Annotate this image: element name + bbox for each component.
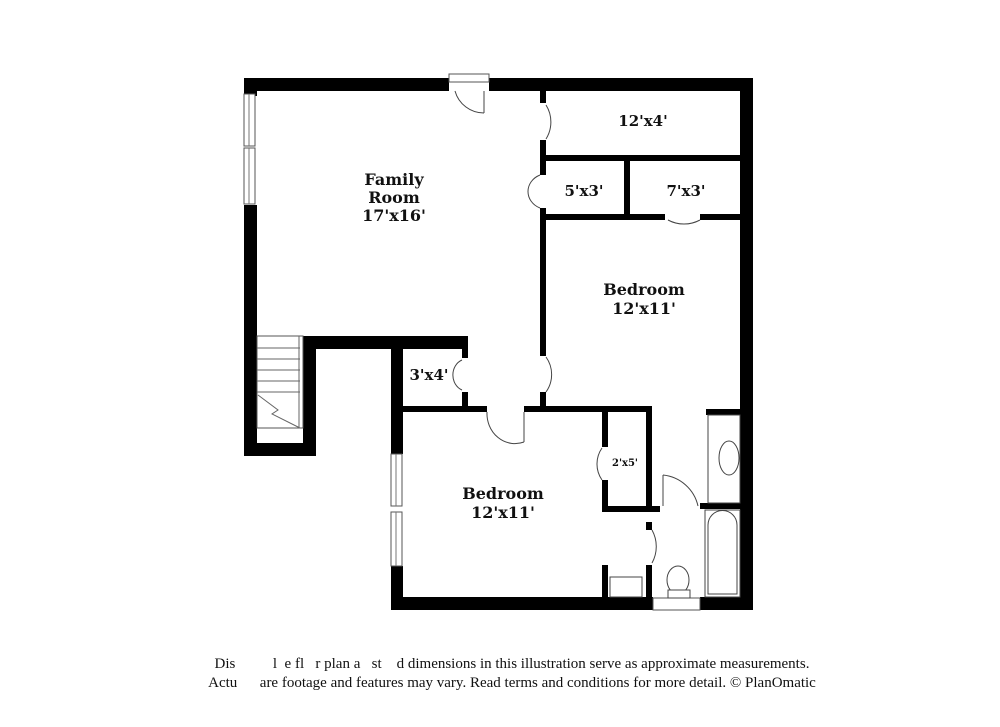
bedroom-2-dims: 12'x11' — [471, 503, 535, 522]
closet-3x4-dims: 3'x4' — [409, 366, 448, 384]
closet-7x3-dims: 7'x3' — [666, 182, 705, 200]
walls — [244, 78, 753, 610]
closet-5x3-dims: 5'x3' — [564, 182, 603, 200]
storage-12x4-dims: 12'x4' — [618, 112, 667, 130]
family-room-label: Family — [364, 170, 424, 189]
bath-fixtures — [609, 414, 741, 599]
disclaimer-line-1: Dis l e fl r plan a st d dimensions in t… — [214, 656, 810, 672]
bedroom-1-label: Bedroom — [603, 280, 685, 299]
family-room-dims: 17'x16' — [362, 206, 426, 225]
closet-2x5-dims: 2'x5' — [612, 458, 638, 469]
windows — [243, 73, 701, 611]
stairs — [256, 335, 304, 429]
doors — [452, 90, 701, 564]
bedroom-1-dims: 12'x11' — [612, 299, 676, 318]
bedroom-2-label: Bedroom — [462, 484, 544, 503]
disclaimer-line-2: Actu are footage and features may vary. … — [208, 675, 816, 691]
room-labels: Family Room 17'x16' 12'x4' 5'x3' 7'x3' B… — [362, 112, 705, 522]
family-room-label-2: Room — [368, 188, 420, 207]
